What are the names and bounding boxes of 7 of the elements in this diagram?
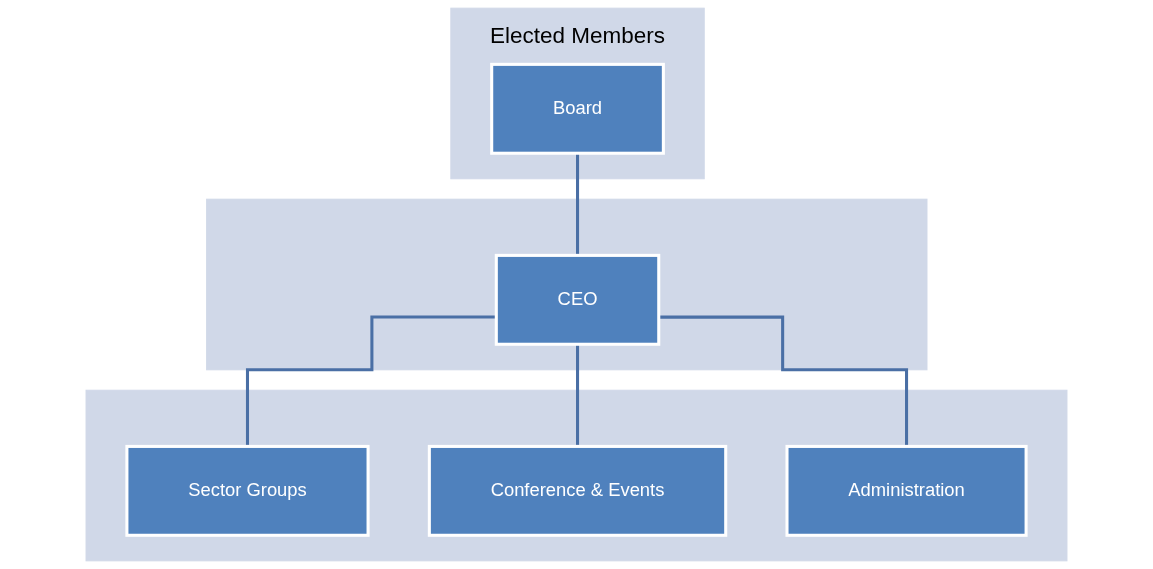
node-box: Sector Groups	[125, 444, 370, 537]
node-box: Administration	[785, 444, 1028, 537]
node-box: Conference & Events	[427, 444, 728, 537]
cluster	[206, 198, 928, 371]
cluster	[85, 389, 1068, 562]
node-box: Board	[490, 62, 665, 155]
node-box: CEO	[494, 253, 661, 346]
